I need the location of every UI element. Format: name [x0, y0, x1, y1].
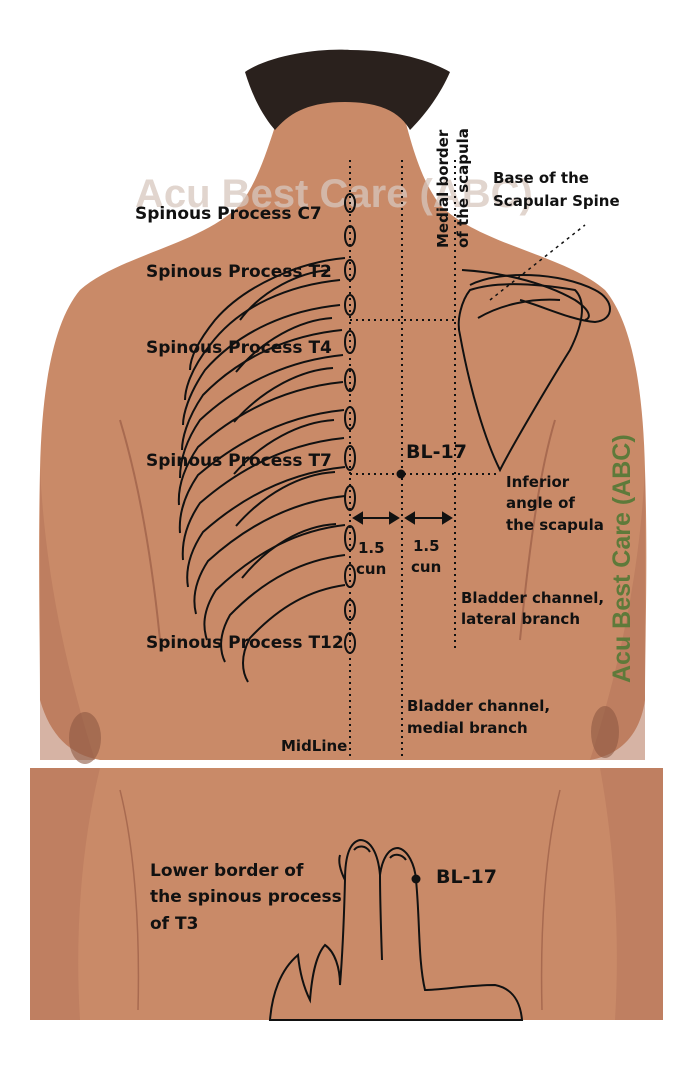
lateral-branch-line2: lateral branch — [461, 610, 580, 628]
label-base-scapular-spine: Base of the Scapular Spine — [493, 169, 620, 210]
medial-branch-line2: medial branch — [407, 719, 528, 737]
hair-icon — [245, 49, 450, 130]
distance-arrow-left — [352, 511, 400, 525]
hand-icon — [268, 838, 524, 1021]
lower-back-crease-right — [540, 789, 561, 1011]
inferior-angle-line1: Inferior — [506, 473, 570, 491]
label-distance-right: 1.5 cun — [411, 537, 445, 576]
distance-right-value: 1.5 — [413, 537, 440, 555]
upper-back-figure: Acu Best Care (ABC) — [39, 49, 647, 764]
watermark-horizontal: Acu Best Care (ABC) — [135, 172, 533, 216]
distance-right-unit: cun — [411, 558, 441, 576]
lower-back-left-shadow — [30, 768, 100, 1020]
spinous-process-icon — [344, 193, 356, 654]
label-lateral-branch: Bladder channel, lateral branch — [461, 589, 609, 628]
label-spinous-c7: Spinous Process C7 — [135, 204, 322, 224]
base-scapular-line1: Base of the — [493, 169, 589, 187]
scapula-icon — [457, 269, 611, 473]
label-spinous-t12: Spinous Process T12 — [146, 633, 344, 653]
inferior-angle-line2: angle of — [506, 494, 575, 512]
label-spinous-t2: Spinous Process T2 — [146, 262, 332, 282]
right-elbow-shadow — [591, 706, 619, 758]
label-spinous-t4: Spinous Process T4 — [146, 338, 332, 358]
lower-back-figure: BL-17 Lower border of the spinous proces… — [30, 768, 663, 1021]
lower-border-line3: of T3 — [150, 914, 198, 934]
label-bl17-bottom: BL-17 — [436, 866, 497, 888]
distance-left-value: 1.5 — [358, 539, 385, 557]
back-body-silhouette — [39, 80, 647, 760]
lower-border-line1: Lower border of — [150, 861, 304, 881]
lower-border-line2: the spinous process — [150, 887, 342, 907]
bl17-acupoint-bottom-icon — [411, 874, 421, 884]
rib-cage-icon — [177, 257, 346, 683]
label-bl17-top: BL-17 — [406, 441, 467, 463]
watermark-vertical: Acu Best Care (ABC) — [608, 434, 636, 683]
base-scapular-line2: Scapular Spine — [493, 192, 620, 210]
lateral-branch-line1: Bladder channel, — [461, 589, 604, 607]
label-medial-border: Medial border of the scapula — [434, 125, 472, 248]
medial-border-line1: Medial border — [434, 129, 452, 248]
right-flank-line — [519, 419, 556, 641]
bl17-acupoint-icon — [396, 469, 406, 479]
label-midline: MidLine — [281, 737, 347, 755]
left-elbow-shadow — [69, 712, 101, 764]
medial-branch-line1: Bladder channel, — [407, 697, 550, 715]
label-inferior-angle: Inferior angle of the scapula — [506, 473, 604, 534]
inferior-angle-line3: the scapula — [506, 516, 604, 534]
distance-left-unit: cun — [356, 560, 386, 578]
right-arm-shadow — [590, 470, 645, 760]
label-spinous-t7: Spinous Process T7 — [146, 451, 332, 471]
label-distance-left: 1.5 cun — [356, 539, 390, 578]
lower-back-right-shadow — [600, 768, 663, 1020]
distance-arrow-right — [404, 511, 453, 525]
left-arm-shadow — [40, 470, 95, 760]
label-medial-branch: Bladder channel, medial branch — [407, 697, 555, 737]
medial-border-line2: of the scapula — [454, 128, 472, 248]
scapular-spine-pointer — [489, 224, 586, 301]
left-flank-line — [119, 419, 161, 641]
lower-back-crease-left — [119, 789, 140, 1011]
label-lower-border: Lower border of the spinous process of T… — [150, 861, 348, 934]
